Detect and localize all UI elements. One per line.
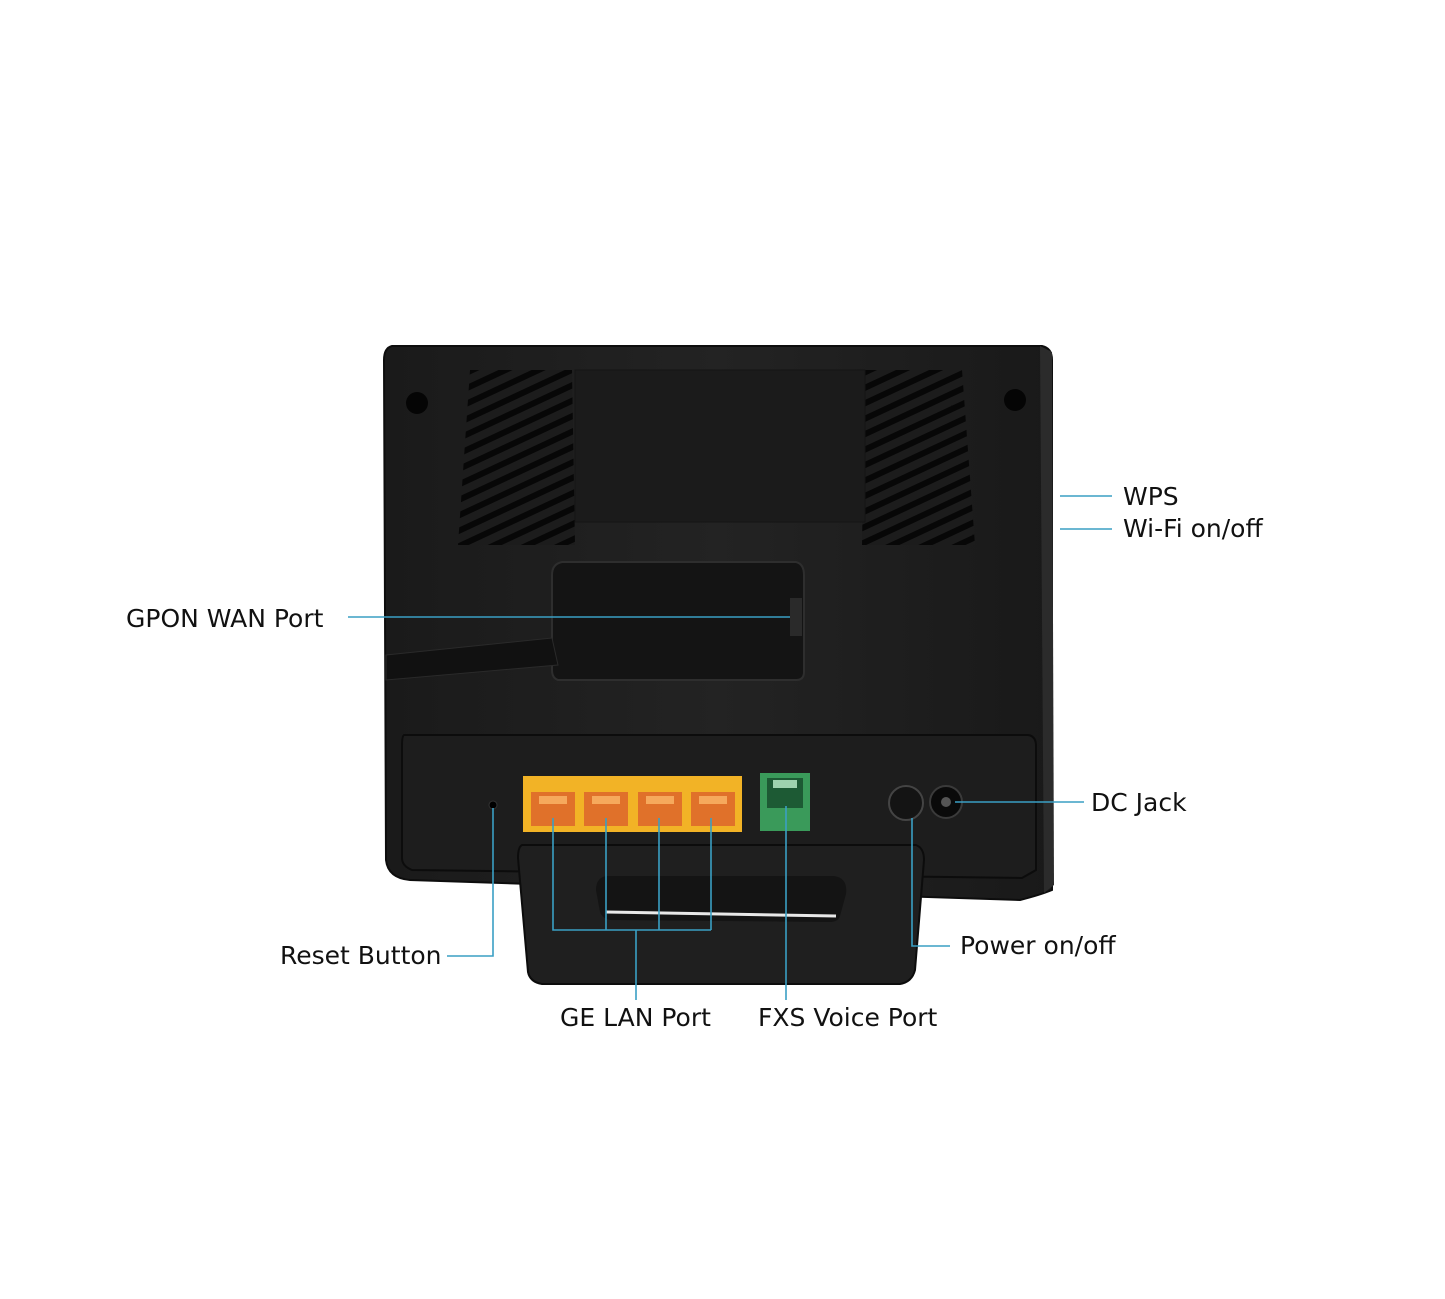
gpon-wan-bay	[551, 561, 805, 681]
power-leader	[911, 818, 950, 947]
screw-hole	[406, 392, 428, 414]
label-reset-button: Reset Button	[280, 941, 442, 970]
label-fxs-voice-port: FXS Voice Port	[758, 1003, 938, 1032]
reset-hole	[488, 800, 498, 810]
label-gpon-wan-port: GPON WAN Port	[126, 604, 324, 633]
lan-leader	[552, 818, 712, 1000]
reset-leader	[447, 808, 494, 957]
center-recess	[574, 369, 866, 523]
label-wps: WPS	[1123, 482, 1179, 511]
label-ge-lan-port: GE LAN Port	[560, 1003, 711, 1032]
label-dc-jack: DC Jack	[1091, 788, 1187, 817]
label-power-on-off: Power on/off	[960, 931, 1116, 960]
router-side-edge	[1040, 346, 1054, 893]
power-button	[888, 785, 924, 821]
fiber-channel	[385, 637, 559, 681]
label-wifi-on-off: Wi-Fi on/off	[1123, 514, 1263, 543]
gpon-connector	[790, 598, 802, 636]
screw-hole	[1004, 389, 1026, 411]
right-vent-grille	[862, 370, 975, 545]
left-vent-grille	[458, 370, 575, 545]
